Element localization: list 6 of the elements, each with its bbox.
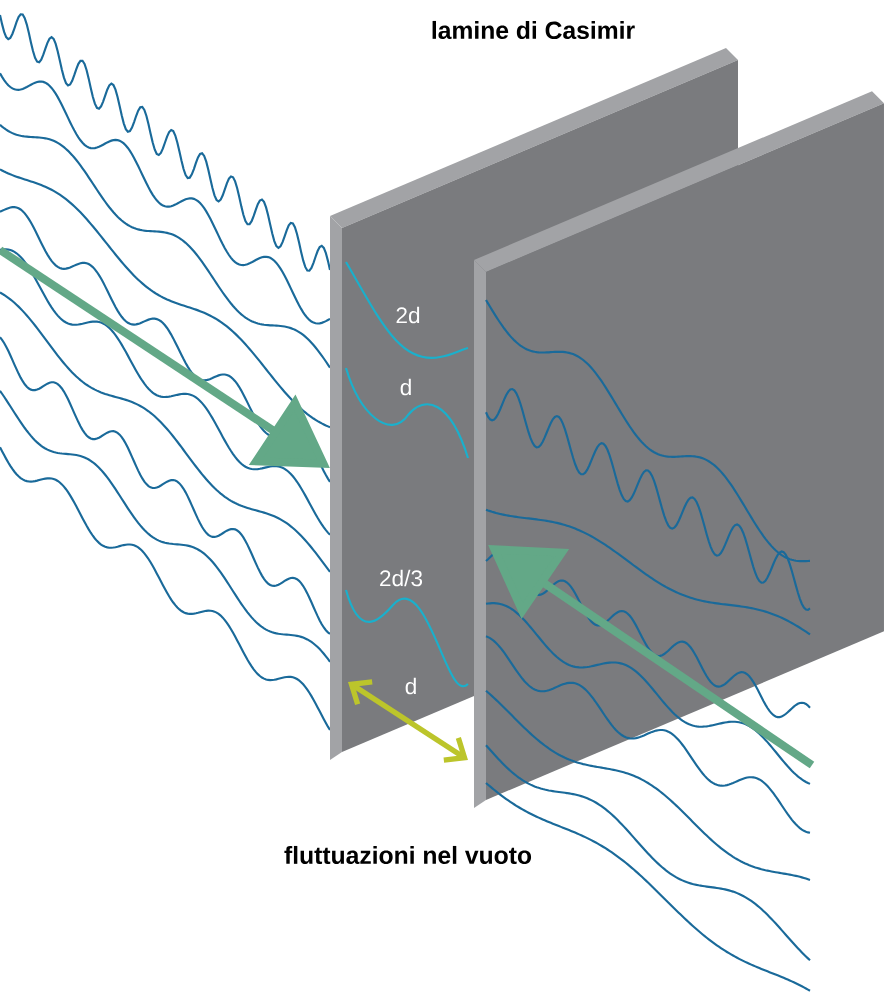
dimension-label: d bbox=[400, 378, 411, 396]
heading: fluttuazioni nel vuoto bbox=[284, 845, 532, 865]
dimension-label: 2d bbox=[396, 306, 420, 324]
heading: lamine di Casimir bbox=[432, 20, 635, 40]
dimension-label: 2d/3 bbox=[380, 569, 423, 587]
dimension-label: d bbox=[405, 677, 416, 695]
